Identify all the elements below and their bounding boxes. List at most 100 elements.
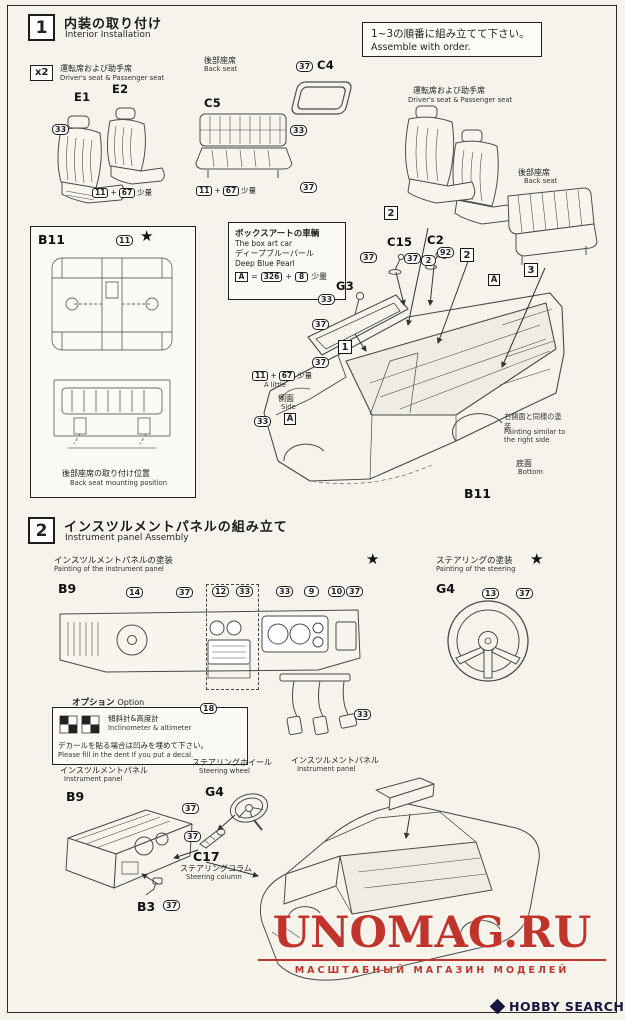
sw-label-jp: ステアリングホイール	[192, 758, 272, 767]
chassis-body-drawing	[260, 777, 540, 981]
paint-callout: 37	[516, 588, 534, 599]
sw-label-en: Steering wheel	[199, 767, 250, 775]
watermark-subtitle: МАСШТАБНЫЙ МАГАЗИН МОДЕЛЕЙ	[258, 959, 606, 976]
side-label-jp: 側面	[278, 394, 294, 403]
paint-chip: 8	[295, 271, 309, 282]
step2-title-en: Instrument panel Assembly	[65, 533, 189, 543]
part-label-e2: E2	[112, 82, 129, 96]
ip-label-en: Instrument panel	[64, 775, 123, 783]
part-label-c4: C4	[317, 58, 335, 72]
b11-detail-box	[30, 226, 196, 498]
paint-callout: 37	[346, 586, 364, 597]
paint-chip: 67	[278, 370, 296, 381]
floor-top-view-drawing	[51, 257, 173, 351]
assembly-order-note: 1~3の順番に組み立てて下さい。 Assemble with order.	[362, 22, 542, 57]
ip2-label-en: Instrument panel	[297, 765, 356, 773]
step1-title-en: Interior Installation	[65, 30, 151, 40]
instrument-panel-drawing	[59, 609, 361, 679]
right-paint-en: Painting similar to the right side	[504, 428, 566, 444]
side-label-en: Side	[281, 403, 296, 411]
part-label-b9: B9	[58, 581, 77, 596]
paint-callout: 33	[236, 586, 254, 597]
step1-number: 1	[35, 17, 48, 38]
steering-paint-label-jp: ステアリングの塗装	[436, 556, 513, 566]
right-back-label-jp: 後部座席	[518, 168, 550, 177]
paint-callout: 33	[276, 586, 294, 597]
boxart-formula: A = 326 + 8 少量	[235, 271, 339, 282]
option-label-jp: オプション	[72, 698, 115, 708]
option-label: オプション Option	[72, 696, 144, 708]
plus-sign: +	[110, 188, 117, 197]
paint-callout: 37	[182, 803, 200, 814]
paint-callout: 37	[312, 319, 330, 330]
window-frame-drawing	[291, 81, 352, 115]
paint-callout: 33	[290, 125, 308, 136]
plus-sign: +	[214, 186, 221, 195]
right-bench-drawing	[507, 187, 598, 265]
paint-callout: 37	[163, 900, 181, 911]
paint-chip: 11	[92, 187, 109, 198]
qty-label: 少量	[297, 371, 313, 380]
plus-sign: +	[285, 272, 293, 281]
panel-paint-label-en: Painting of the instrument panel	[54, 565, 164, 573]
column-label-en: Steering column	[186, 873, 242, 881]
front-seats-label-jp: 運転席および助手席	[60, 64, 132, 73]
paint-chip: 67	[222, 185, 240, 196]
gauge-decal-icons	[59, 715, 100, 734]
paint-chip: 11	[252, 370, 269, 381]
paint-callout: 33	[354, 709, 372, 720]
part-label-e1: E1	[74, 90, 91, 104]
right-back-label-en: Back seat	[524, 177, 558, 185]
steering-wheel-drawing	[447, 600, 529, 682]
plus-sign: +	[270, 371, 277, 380]
order-note-jp: 1~3の順番に組み立てて下さい。	[371, 28, 530, 40]
right-paint-jp: 右側面と同様の塗装	[504, 412, 562, 431]
star-marker: ★	[530, 550, 544, 568]
right-seats-label-en: Driver's seat & Passenger seat	[408, 96, 513, 104]
inclinometer-label-en: Inclinometer & altimeter	[108, 724, 192, 732]
boxart-en1: The box art car	[235, 239, 293, 248]
body-shell-drawing	[263, 292, 565, 485]
hobby-search-logo-icon	[489, 998, 506, 1015]
decal-note-en: Please fill in the dent If you put a dec…	[58, 751, 194, 759]
step1-number-box: 1	[28, 14, 55, 41]
qty-label: 少量	[137, 188, 153, 197]
equals-sign: =	[251, 272, 258, 281]
ip2-label-jp: インスツルメントパネル	[291, 756, 379, 765]
qty-label: 少量	[311, 272, 328, 281]
ip-label-jp: インスツルメントパネル	[60, 766, 148, 775]
paint-callout: 12	[212, 586, 230, 597]
boxart-en2: Deep Blue Pearl	[235, 259, 295, 268]
order-marker-3: 3	[524, 263, 538, 277]
order-marker-2: 2	[460, 248, 474, 262]
watermark-title: UNOMAG.RU	[272, 908, 592, 958]
boxart-color-note: ボックスアートの車輌 The box art car ディープブルーパール De…	[228, 222, 346, 300]
lever-c15-drawing	[388, 253, 405, 275]
b11-caption-en: Back seat mounting position	[70, 479, 168, 487]
dashboard-3d-drawing	[65, 809, 193, 889]
star-marker: ★	[366, 550, 380, 568]
paint-callout: 92	[437, 247, 455, 258]
paint-callout: 13	[482, 588, 500, 599]
steering-wheel-small-drawing	[229, 793, 269, 831]
paint-callout: 2	[421, 255, 436, 266]
paint-callout: 33	[254, 416, 272, 427]
order-note-en: Assemble with order.	[371, 42, 471, 53]
step1-title-jp: 内装の取り付け	[64, 17, 163, 32]
bench-seat-drawing	[195, 113, 293, 178]
qty-label: 少量	[241, 186, 257, 195]
paint-callout: 18	[200, 703, 218, 714]
option-label-en: Option	[117, 698, 145, 707]
qty-label-en: A little	[264, 381, 286, 389]
step2-title-jp: インスツルメントパネルの組み立て	[64, 520, 288, 535]
paint-callout: 33	[52, 124, 70, 135]
paint-callout: 14	[126, 587, 144, 598]
inclinometer-label-jp: 傾斜計&高度計	[108, 714, 159, 723]
part-label-b11-body: B11	[464, 486, 491, 501]
paint-callout: 33	[318, 294, 336, 305]
step2-number: 2	[35, 520, 48, 541]
paint-callout: 37	[296, 61, 314, 72]
